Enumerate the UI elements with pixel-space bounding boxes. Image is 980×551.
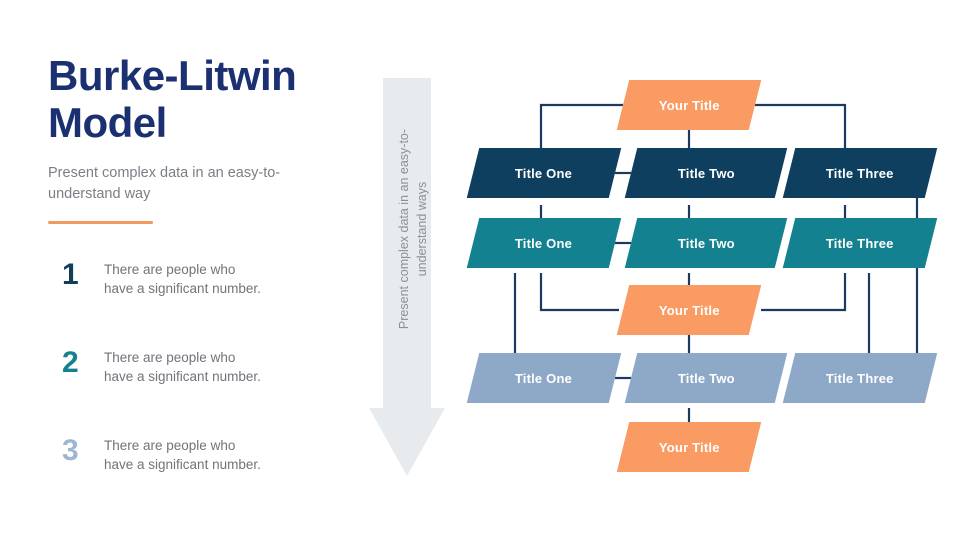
arrow-label: Present complex data in an easy-to- unde…: [396, 128, 429, 330]
node-label: Your Title: [658, 439, 720, 455]
arrow-down-icon: [369, 78, 445, 476]
node-bottom-your-title[interactable]: Your Title: [616, 422, 762, 472]
node-teal-title-one[interactable]: Title One: [466, 218, 622, 268]
bullet-text: There are people who have a significant …: [104, 438, 261, 473]
node-label: Title Three: [826, 370, 894, 386]
node-mid-your-title[interactable]: Your Title: [616, 285, 762, 335]
bullet-number: 1: [62, 258, 79, 291]
node-navy-title-two[interactable]: Title Two: [624, 148, 788, 198]
list-item: 2 There are people who have a significan…: [62, 346, 342, 406]
numbered-bullet-list: 1 There are people who have a significan…: [62, 258, 342, 494]
node-label: Title Two: [677, 370, 735, 386]
down-arrow-callout: Present complex data in an easy-to- unde…: [369, 78, 445, 476]
node-steel-title-two[interactable]: Title Two: [624, 353, 788, 403]
node-steel-title-one[interactable]: Title One: [466, 353, 622, 403]
bullet-text: There are people who have a significant …: [104, 350, 261, 385]
node-navy-title-three[interactable]: Title Three: [782, 148, 938, 198]
page-title: Burke-Litwin Model: [48, 52, 297, 147]
node-label: Your Title: [658, 97, 720, 113]
node-steel-title-three[interactable]: Title Three: [782, 353, 938, 403]
burke-litwin-diagram: Your Title Title One Title Two Title Thr…: [455, 70, 955, 490]
node-label: Title One: [515, 370, 573, 386]
list-item: 3 There are people who have a significan…: [62, 434, 342, 494]
bullet-number: 2: [62, 346, 79, 379]
bullet-text: There are people who have a significant …: [104, 262, 261, 297]
node-label: Title One: [515, 165, 573, 181]
node-label: Title Two: [677, 235, 735, 251]
list-item: 1 There are people who have a significan…: [62, 258, 342, 318]
page-subtitle: Present complex data in an easy-to-under…: [48, 165, 281, 203]
bullet-number: 3: [62, 434, 79, 467]
node-label: Title Two: [677, 165, 735, 181]
node-label: Title One: [515, 235, 573, 251]
node-label: Title Three: [826, 235, 894, 251]
accent-rule-divider: [48, 221, 153, 225]
left-content-panel: Burke-Litwin Model Present complex data …: [48, 52, 348, 225]
node-navy-title-one[interactable]: Title One: [466, 148, 622, 198]
node-label: Title Three: [826, 165, 894, 181]
node-teal-title-two[interactable]: Title Two: [624, 218, 788, 268]
node-top-your-title[interactable]: Your Title: [616, 80, 762, 130]
node-teal-title-three[interactable]: Title Three: [782, 218, 938, 268]
node-label: Your Title: [658, 302, 720, 318]
